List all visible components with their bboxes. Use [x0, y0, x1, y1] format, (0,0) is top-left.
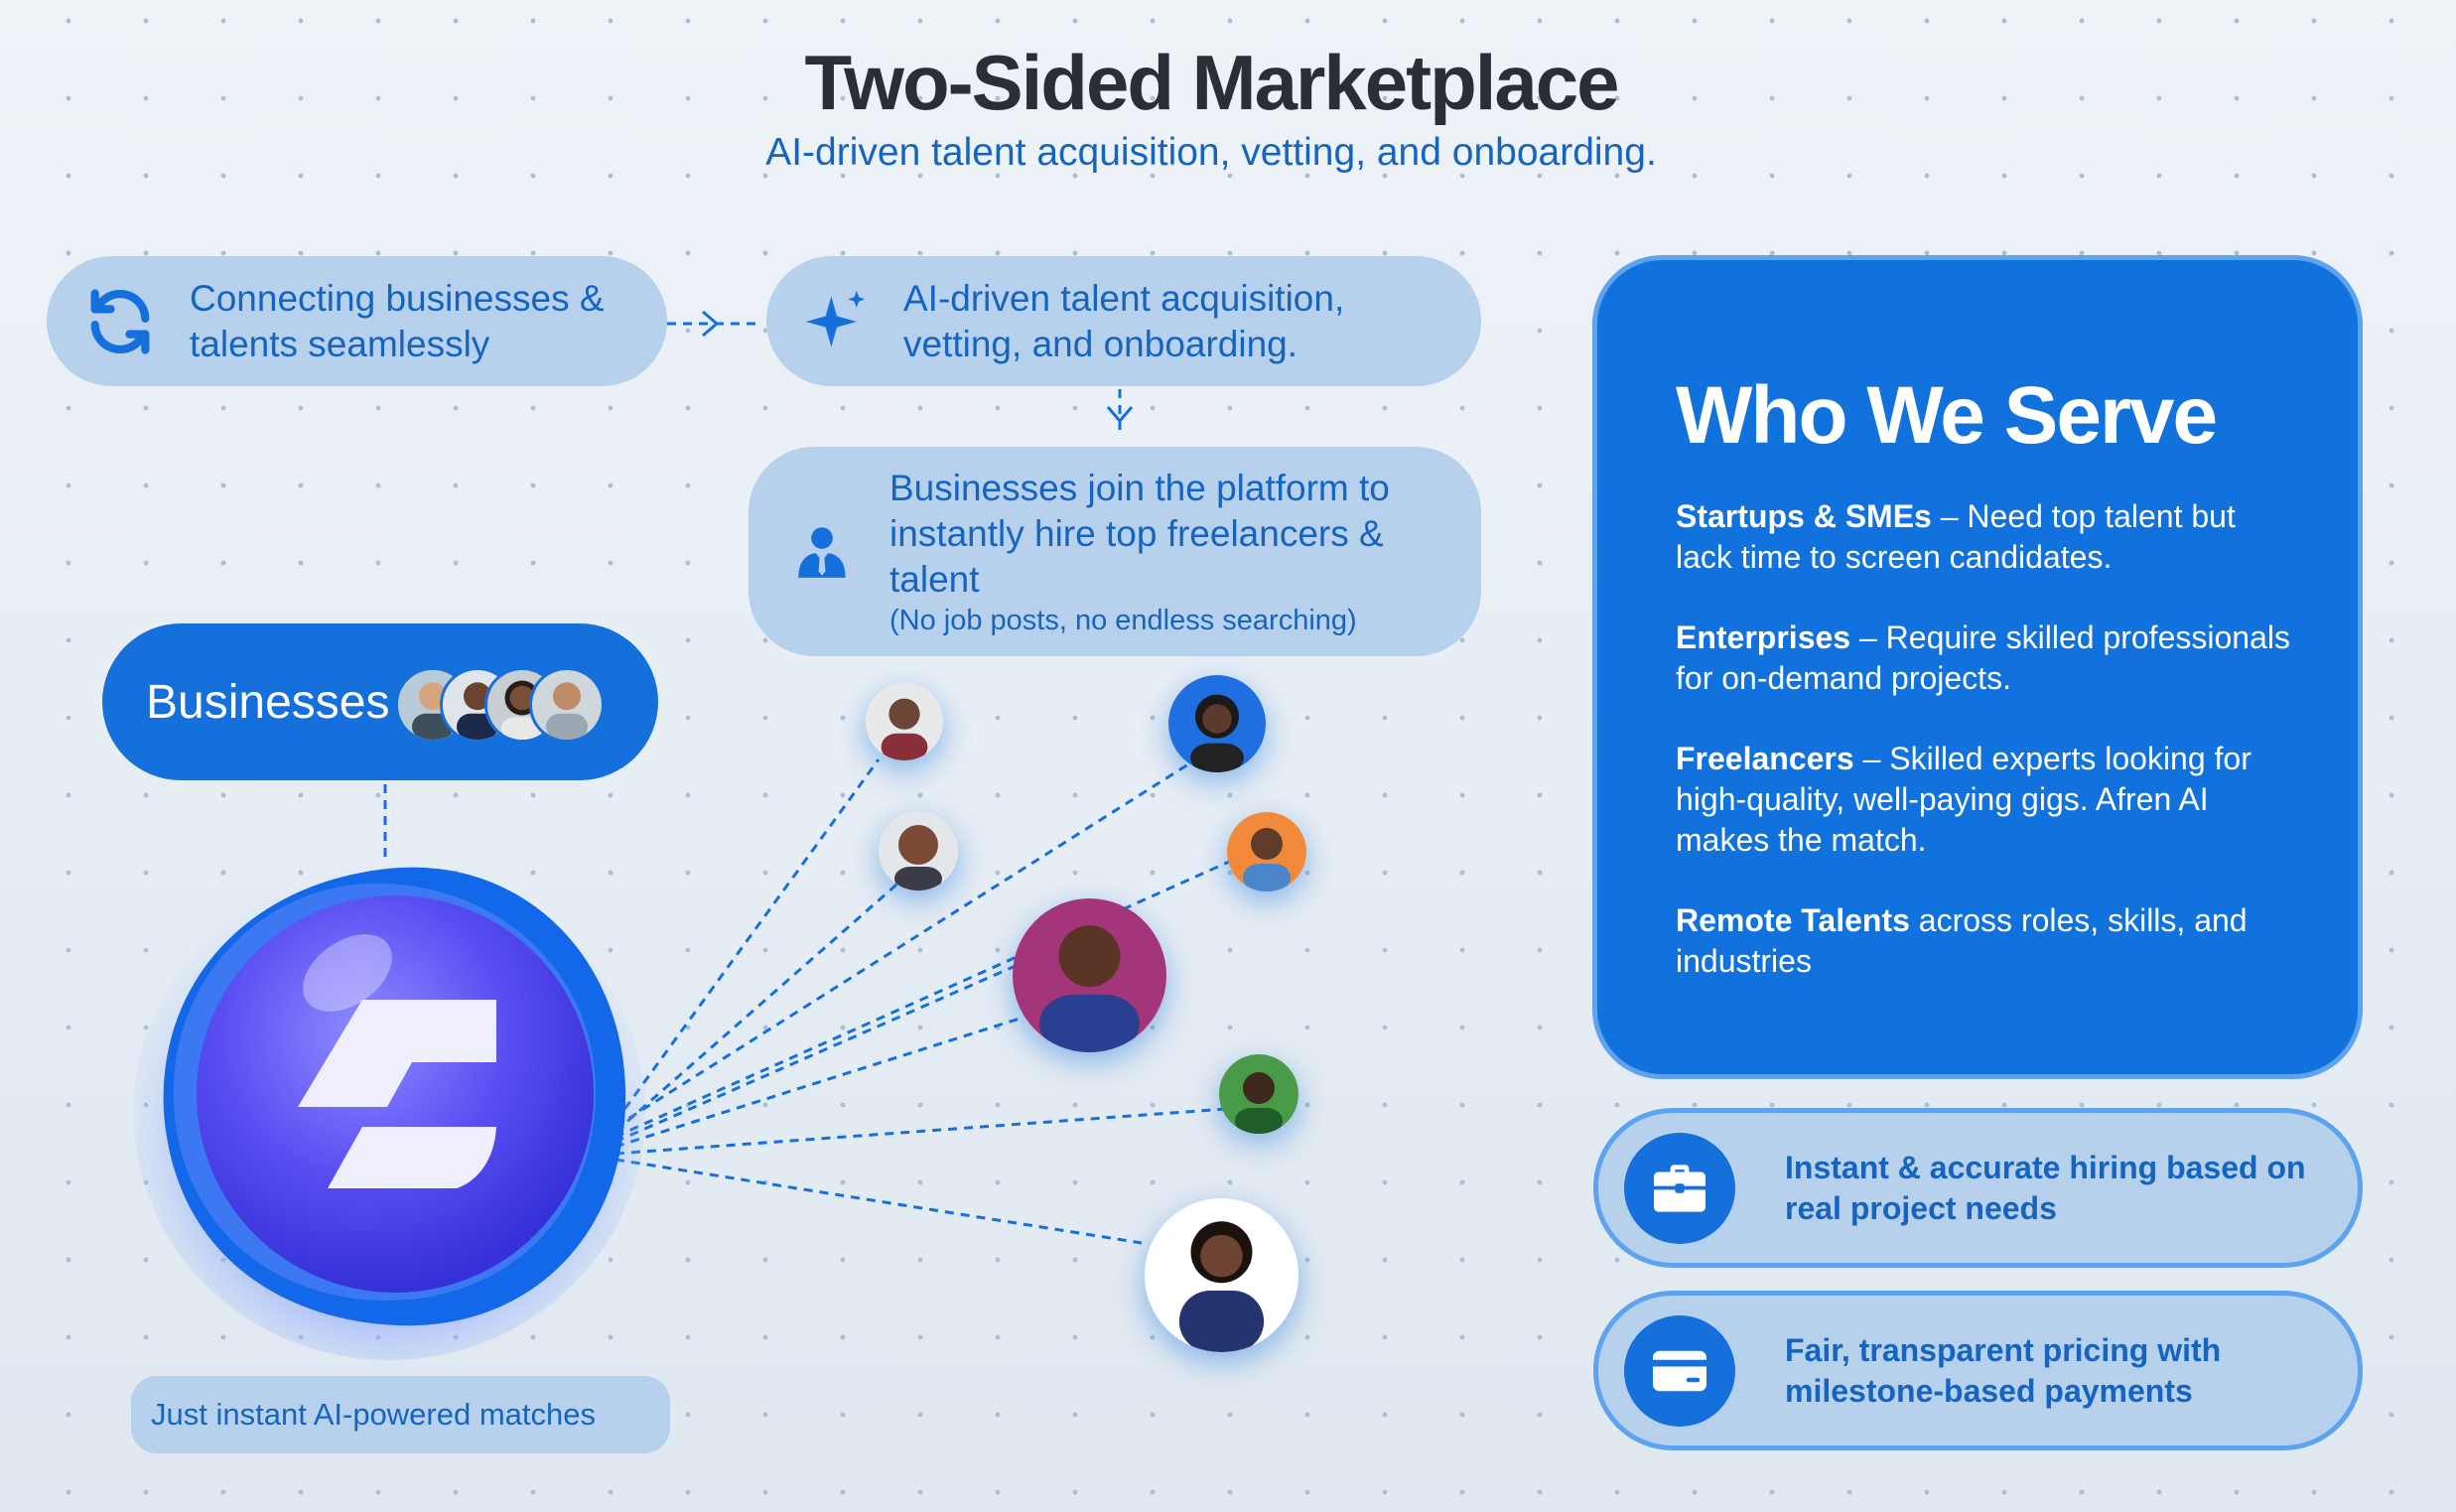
refresh-icon: [80, 282, 160, 361]
serve-desc: – Need top talent but lack time to scree…: [1676, 498, 2236, 575]
serve-desc: – Require skilled professionals for on-d…: [1676, 619, 2290, 696]
serve-term: Freelancers: [1676, 741, 1854, 776]
link-talent-3: [614, 877, 904, 1134]
talent-avatar-6: [1145, 1198, 1298, 1352]
link-talent-1: [614, 758, 881, 1123]
businesses-label: Businesses: [146, 675, 390, 729]
who-we-serve-card: Who We Serve Startups & SMEs – Need top …: [1592, 255, 2363, 1079]
link-talent-6: [614, 1016, 1023, 1149]
link-talent-2: [614, 760, 1192, 1129]
feature-fair-pricing-text: Fair, transparent pricing with milestone…: [1785, 1331, 2222, 1409]
serve-desc: – Skilled experts looking for high-quali…: [1676, 741, 2251, 858]
feature-instant-hiring-text: Instant & accurate hiring based on real …: [1785, 1149, 2306, 1226]
briefcase-icon: [1624, 1132, 1735, 1244]
flow-step-connecting: Connecting businesses & talents seamless…: [47, 256, 667, 386]
feature-fair-pricing: Fair, transparent pricing with milestone…: [1593, 1291, 2363, 1450]
arrow-head-down: [1106, 406, 1134, 424]
sparkle-icon: [802, 287, 872, 356]
feature-instant-hiring: Instant & accurate hiring based on real …: [1593, 1108, 2363, 1268]
serve-term: Remote Talents: [1676, 902, 1910, 938]
serve-item-remote-talents: Remote Talents across roles, skills, and…: [1676, 900, 2292, 982]
business-avatar-4: [529, 667, 605, 743]
link-talent-5: [614, 963, 1019, 1144]
talent-avatar-4: [1227, 812, 1306, 892]
talent-avatar-2: [1168, 675, 1266, 772]
link-talent-7: [614, 1107, 1227, 1156]
flow-step-businesses-join-text: Businesses join the platform to instantl…: [889, 467, 1390, 600]
talent-avatar-3: [879, 811, 958, 891]
businesses-pill: Businesses: [102, 623, 658, 780]
serve-item-freelancers: Freelancers – Skilled experts looking fo…: [1676, 739, 2292, 861]
serve-term: Enterprises: [1676, 619, 1851, 655]
page-subtitle: AI-driven talent acquisition, vetting, a…: [765, 131, 1657, 174]
afren-ai-hub-orb: [133, 864, 645, 1360]
user-tie-icon: [794, 524, 850, 580]
flow-step-ai-driven: AI-driven talent acquisition, vetting, a…: [766, 256, 1481, 386]
flow-step-ai-driven-text: AI-driven talent acquisition, vetting, a…: [903, 277, 1345, 364]
page-title: Two-Sided Marketplace: [804, 39, 1619, 126]
flow-step-businesses-join-subtext: (No job posts, no endless searching): [889, 604, 1357, 636]
talent-avatar-5: [1219, 1054, 1298, 1134]
credit-card-icon: [1624, 1314, 1735, 1427]
who-we-serve-title: Who We Serve: [1676, 370, 2218, 461]
talent-avatar-1: [866, 683, 943, 760]
afren-logo-icon: [298, 1000, 496, 1107]
link-talent-8: [614, 1158, 1143, 1245]
hub-note: Just instant AI-powered matches: [131, 1376, 670, 1453]
serve-term: Startups & SMEs: [1676, 498, 1932, 534]
serve-item-enterprises: Enterprises – Require skilled profession…: [1676, 618, 2292, 699]
serve-desc: across roles, skills, and industries: [1676, 902, 2248, 979]
talent-avatar-featured: [1013, 898, 1166, 1052]
arrow-head-right: [702, 310, 720, 338]
serve-item-startups: Startups & SMEs – Need top talent but la…: [1676, 496, 2292, 578]
flow-step-businesses-join: Businesses join the platform to instantl…: [749, 447, 1481, 656]
flow-step-connecting-text: Connecting businesses & talents seamless…: [190, 277, 605, 364]
